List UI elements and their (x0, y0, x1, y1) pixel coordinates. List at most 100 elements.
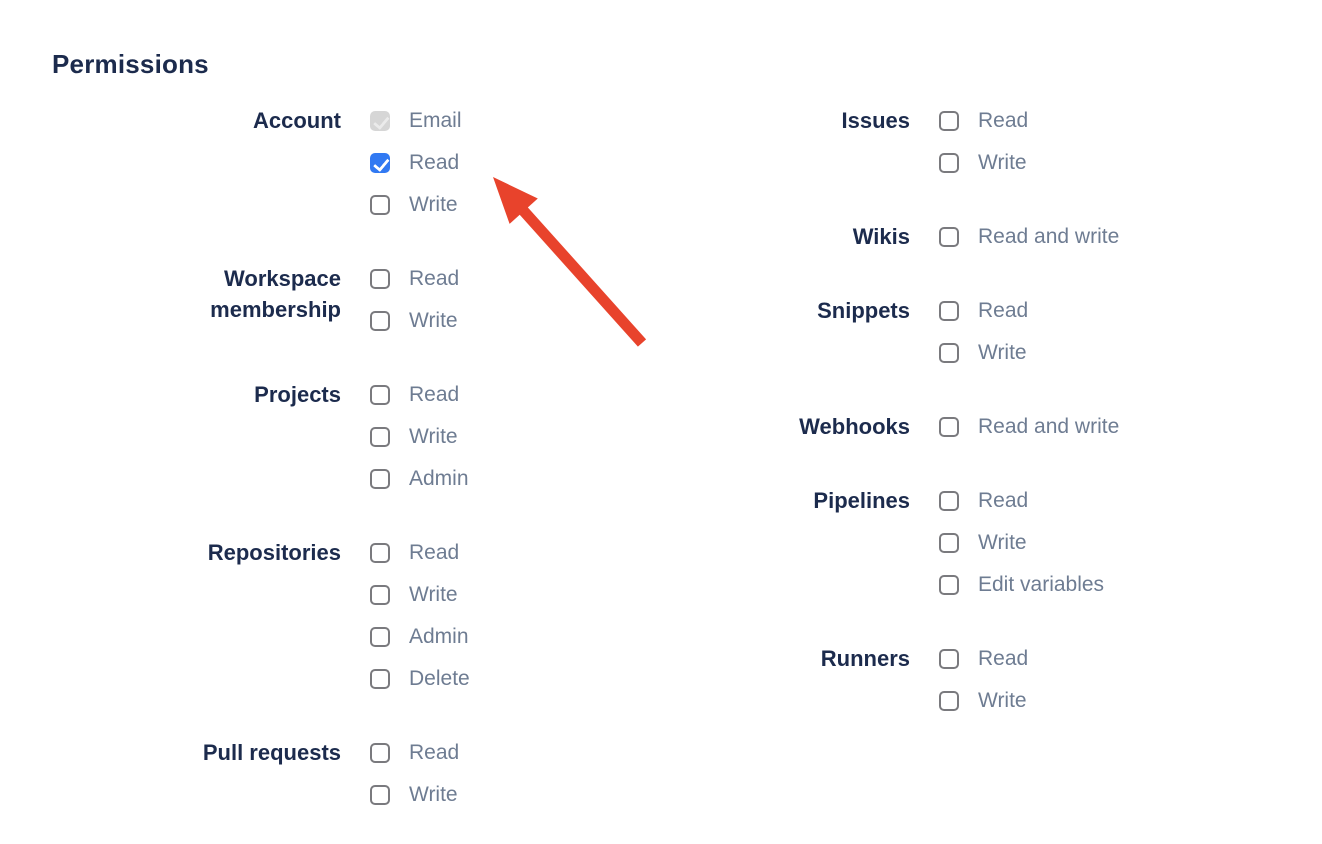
permission-group-wikis: Wikis Read and write (670, 216, 1120, 258)
account-email-label: Email (409, 109, 462, 132)
pipelines-write-label[interactable]: Write (978, 531, 1027, 554)
option-row: Write (939, 522, 1104, 564)
permissions-column-right: Issues Read Write Wikis Read and write (670, 100, 1119, 754)
pipelines-group-label: Pipelines (813, 488, 910, 513)
snippets-read-label[interactable]: Read (978, 299, 1029, 322)
permission-group-projects: Projects Read Write Admin (52, 374, 612, 500)
repositories-admin-checkbox[interactable] (370, 627, 390, 647)
issues-read-label[interactable]: Read (978, 109, 1029, 132)
option-row: Read (939, 480, 1104, 522)
projects-read-checkbox[interactable] (370, 385, 390, 405)
option-row: Admin (370, 458, 469, 500)
permission-group-repositories: Repositories Read Write Admin Delete (52, 532, 612, 700)
issues-write-label[interactable]: Write (978, 151, 1027, 174)
wikis-read-and-write-checkbox[interactable] (939, 227, 959, 247)
webhooks-read-and-write-checkbox[interactable] (939, 417, 959, 437)
option-row: Write (939, 142, 1028, 184)
pipelines-write-checkbox[interactable] (939, 533, 959, 553)
pull-requests-read-label[interactable]: Read (409, 741, 460, 764)
permission-group-account: Account Email Read Write (52, 100, 612, 226)
permission-group-pipelines: Pipelines Read Write Edit variables (670, 480, 1119, 606)
projects-read-label[interactable]: Read (409, 383, 460, 406)
pull-requests-group-label: Pull requests (202, 740, 341, 765)
runners-read-label[interactable]: Read (978, 647, 1029, 670)
option-row: Write (939, 680, 1028, 722)
issues-group-label: Issues (841, 108, 911, 133)
permission-group-pull-requests: Pull requests Read Write (52, 732, 612, 816)
workspace-membership-write-checkbox[interactable] (370, 311, 390, 331)
pull-requests-write-label[interactable]: Write (409, 783, 458, 806)
option-row: Write (370, 416, 469, 458)
workspace-membership-read-checkbox[interactable] (370, 269, 390, 289)
projects-group-label: Projects (254, 382, 341, 407)
permission-group-workspace-membership: Workspace membership Read Write (52, 258, 612, 342)
pipelines-edit-variables-label[interactable]: Edit variables (978, 573, 1105, 596)
option-row: Read (370, 374, 469, 416)
option-row: Write (370, 184, 462, 226)
workspace-membership-read-label[interactable]: Read (409, 267, 460, 290)
snippets-write-checkbox[interactable] (939, 343, 959, 363)
pipelines-read-checkbox[interactable] (939, 491, 959, 511)
repositories-delete-label[interactable]: Delete (409, 667, 470, 690)
option-row: Admin (370, 616, 470, 658)
snippets-read-checkbox[interactable] (939, 301, 959, 321)
repositories-write-label[interactable]: Write (409, 583, 458, 606)
permission-group-runners: Runners Read Write (670, 638, 1119, 722)
repositories-delete-checkbox[interactable] (370, 669, 390, 689)
workspace-membership-group-label: Workspace membership (210, 266, 341, 322)
pipelines-edit-variables-checkbox[interactable] (939, 575, 959, 595)
wikis-read-and-write-label[interactable]: Read and write (978, 225, 1120, 248)
option-row: Read (370, 532, 470, 574)
issues-read-checkbox[interactable] (939, 111, 959, 131)
account-write-checkbox[interactable] (370, 195, 390, 215)
pull-requests-read-checkbox[interactable] (370, 743, 390, 763)
option-row: Read (370, 142, 462, 184)
option-row: Write (370, 774, 459, 816)
runners-group-label: Runners (820, 646, 910, 671)
option-row: Edit variables (939, 564, 1104, 606)
repositories-group-label: Repositories (207, 540, 341, 565)
webhooks-group-label: Webhooks (799, 414, 910, 439)
account-write-label[interactable]: Write (409, 193, 458, 216)
issues-write-checkbox[interactable] (939, 153, 959, 173)
pull-requests-write-checkbox[interactable] (370, 785, 390, 805)
repositories-read-label[interactable]: Read (409, 541, 460, 564)
runners-write-checkbox[interactable] (939, 691, 959, 711)
page-title: Permissions (52, 49, 209, 79)
pipelines-read-label[interactable]: Read (978, 489, 1029, 512)
projects-admin-label[interactable]: Admin (409, 467, 469, 490)
option-row: Read (370, 732, 459, 774)
account-read-checkbox[interactable] (370, 153, 390, 173)
permissions-column-left: Account Email Read Write Workspace membe… (52, 100, 612, 816)
repositories-read-checkbox[interactable] (370, 543, 390, 563)
webhooks-read-and-write-label[interactable]: Read and write (978, 415, 1120, 438)
account-email-checkbox (370, 111, 390, 131)
account-read-label[interactable]: Read (409, 151, 460, 174)
option-row: Write (370, 574, 470, 616)
projects-write-label[interactable]: Write (409, 425, 458, 448)
option-row: Read (939, 638, 1028, 680)
repositories-admin-label[interactable]: Admin (409, 625, 469, 648)
option-row: Read (939, 290, 1028, 332)
option-row: Write (370, 300, 459, 342)
workspace-membership-write-label[interactable]: Write (409, 309, 458, 332)
option-row: Email (370, 100, 462, 142)
projects-admin-checkbox[interactable] (370, 469, 390, 489)
option-row: Read and write (939, 216, 1119, 258)
snippets-write-label[interactable]: Write (978, 341, 1027, 364)
option-row: Read (939, 100, 1028, 142)
option-row: Delete (370, 658, 470, 700)
permission-group-issues: Issues Read Write (670, 100, 1119, 184)
option-row: Write (939, 332, 1028, 374)
permission-group-snippets: Snippets Read Write (670, 290, 1119, 374)
runners-read-checkbox[interactable] (939, 649, 959, 669)
repositories-write-checkbox[interactable] (370, 585, 390, 605)
option-row: Read (370, 258, 459, 300)
wikis-group-label: Wikis (852, 224, 910, 249)
projects-write-checkbox[interactable] (370, 427, 390, 447)
option-row: Read and write (939, 406, 1119, 448)
runners-write-label[interactable]: Write (978, 689, 1027, 712)
account-group-label: Account (253, 108, 341, 133)
permission-group-webhooks: Webhooks Read and write (670, 406, 1119, 448)
